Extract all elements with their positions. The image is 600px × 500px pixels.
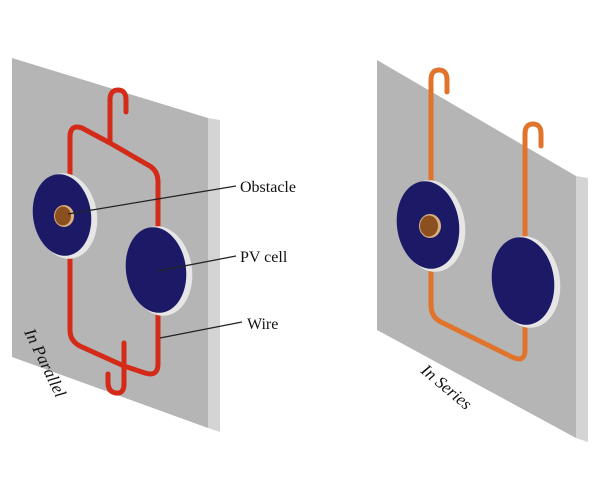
series-assembly: In Series <box>377 60 588 442</box>
series-pv-cell-2 <box>491 236 561 328</box>
obstacle-label: Obstacle <box>240 179 296 196</box>
parallel-pv-cell-1 <box>32 173 98 259</box>
obstacle-small-circle-icon <box>55 206 71 226</box>
series-pv-cell-1 <box>396 180 466 272</box>
series-wire-left-hook <box>428 67 450 113</box>
parallel-panel-edge <box>208 118 220 432</box>
wire-label: Wire <box>247 316 278 333</box>
series-wire-right-hook <box>522 121 544 161</box>
obstacle-small-circle-icon <box>420 215 438 237</box>
obstacle-leader-line <box>67 185 237 215</box>
series-wire-u <box>428 107 528 362</box>
circle-disc-icon <box>491 237 555 325</box>
parallel-assembly: Obstacle PV cell Wire In Parallel <box>12 58 296 432</box>
wire-leader-line <box>159 321 243 339</box>
pv-cell-label: PV cell <box>240 249 288 266</box>
pv-cell-leader-line <box>157 255 237 272</box>
parallel-wire-top-hook <box>107 87 129 146</box>
series-panel-edge <box>576 176 588 442</box>
parallel-wire-bottom-hook <box>105 340 127 396</box>
circle-disc-icon <box>125 227 187 313</box>
parallel-wire-loop <box>67 124 161 377</box>
